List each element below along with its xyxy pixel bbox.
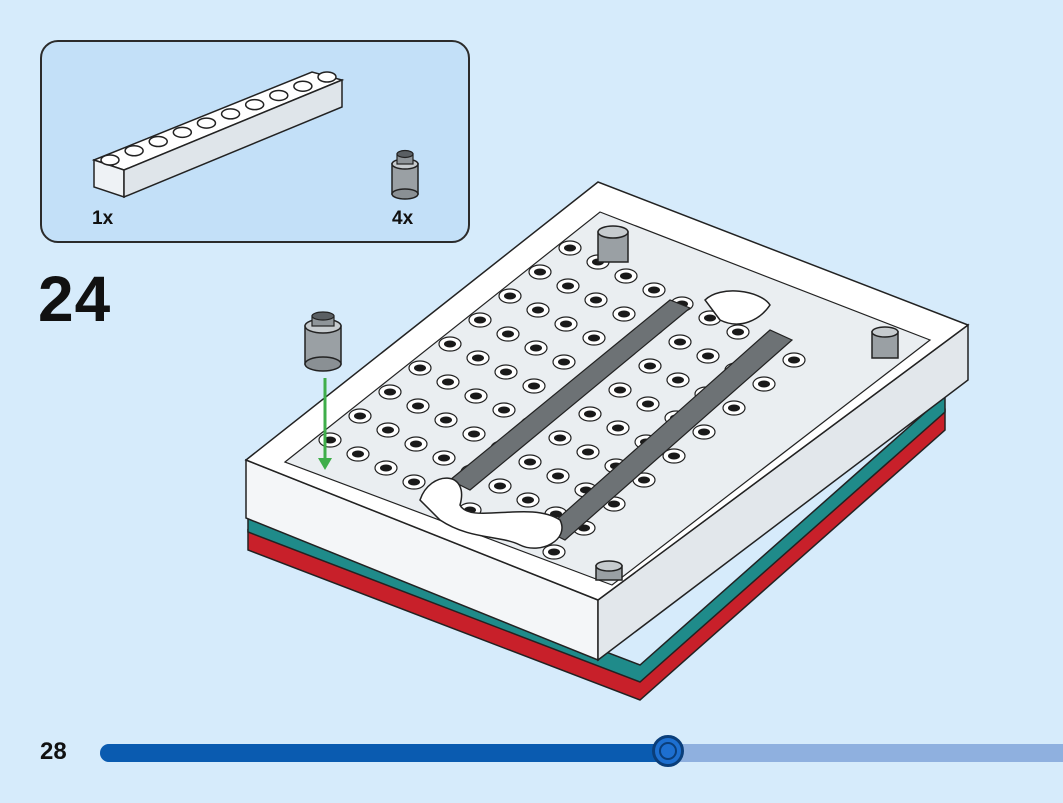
stud-hole [618,310,630,318]
stud-hole [638,476,650,484]
white-bar-back [704,290,771,325]
stud-hole [530,344,542,352]
stud-hole [554,434,566,442]
part-quantity-brick: 1x [92,208,114,229]
stud-hole [672,376,684,384]
stud-hole [324,436,336,444]
stud-hole [410,440,422,448]
stud-hole [584,410,596,418]
parts-list-box: 1x 4x [40,40,470,243]
stud-hole [668,452,680,460]
stud-hole [704,314,716,322]
stud-hole [642,400,654,408]
stud-hole [608,500,620,508]
step-number: 24 [38,263,112,335]
white-bar-front [419,477,563,549]
stud-hole [474,316,486,324]
stud-hole [582,448,594,456]
stud-hole [412,402,424,410]
stud-hole [620,272,632,280]
stud-hole [504,292,516,300]
placed-round-brick-right [871,326,899,359]
stud-hole [380,464,392,472]
stud-hole [384,388,396,396]
stud-hole [408,478,420,486]
stud-hole [528,382,540,390]
progress-bar [100,735,1063,767]
parts-illustration [91,71,419,200]
stud-hole [382,426,394,434]
stud-hole [702,352,714,360]
stud-hole [498,406,510,414]
stud-hole [414,364,426,372]
stud-hole [614,386,626,394]
page-number: 28 [40,738,67,765]
stud-hole [728,404,740,412]
stud-hole [558,358,570,366]
stud-hole [564,244,576,252]
placed-round-brick-front [595,560,623,581]
stud-hole [472,354,484,362]
stud-hole [502,330,514,338]
stud-hole [590,296,602,304]
stud-hole [698,428,710,436]
stud-hole [788,356,800,364]
stud-hole [524,458,536,466]
stud-hole [444,340,456,348]
stud-hole [354,412,366,420]
stud-hole [494,482,506,490]
teal-base-layer [247,393,946,683]
incoming-round-brick [304,311,342,372]
stud-hole [522,496,534,504]
stud-hole [562,282,574,290]
progress-indicator-icon [652,735,685,767]
part-quantity-round-brick: 4x [392,208,414,229]
stud-hole [588,334,600,342]
stud-hole [352,450,364,458]
stud-hole [674,338,686,346]
stud-hole [548,548,560,556]
gray-rail-left [448,299,692,491]
stud-hole [648,286,660,294]
placed-round-brick-back [597,225,629,263]
gray-round-brick-icon [391,149,419,200]
white-brick-1x10-icon [91,71,345,199]
model-illustration [244,181,970,701]
stud-hole [438,454,450,462]
stud-hole [644,362,656,370]
stud-hole [500,368,512,376]
progress-fill [100,744,669,762]
stud-hole [442,378,454,386]
stud-hole [560,320,572,328]
stud-hole [532,306,544,314]
stud-hole [470,392,482,400]
stud-hole [758,380,770,388]
stud-hole [468,430,480,438]
stud-hole [732,328,744,336]
stud-hole [440,416,452,424]
stud-hole [534,268,546,276]
stud-hole [552,472,564,480]
stud-hole [612,424,624,432]
placement-arrow [318,378,332,470]
